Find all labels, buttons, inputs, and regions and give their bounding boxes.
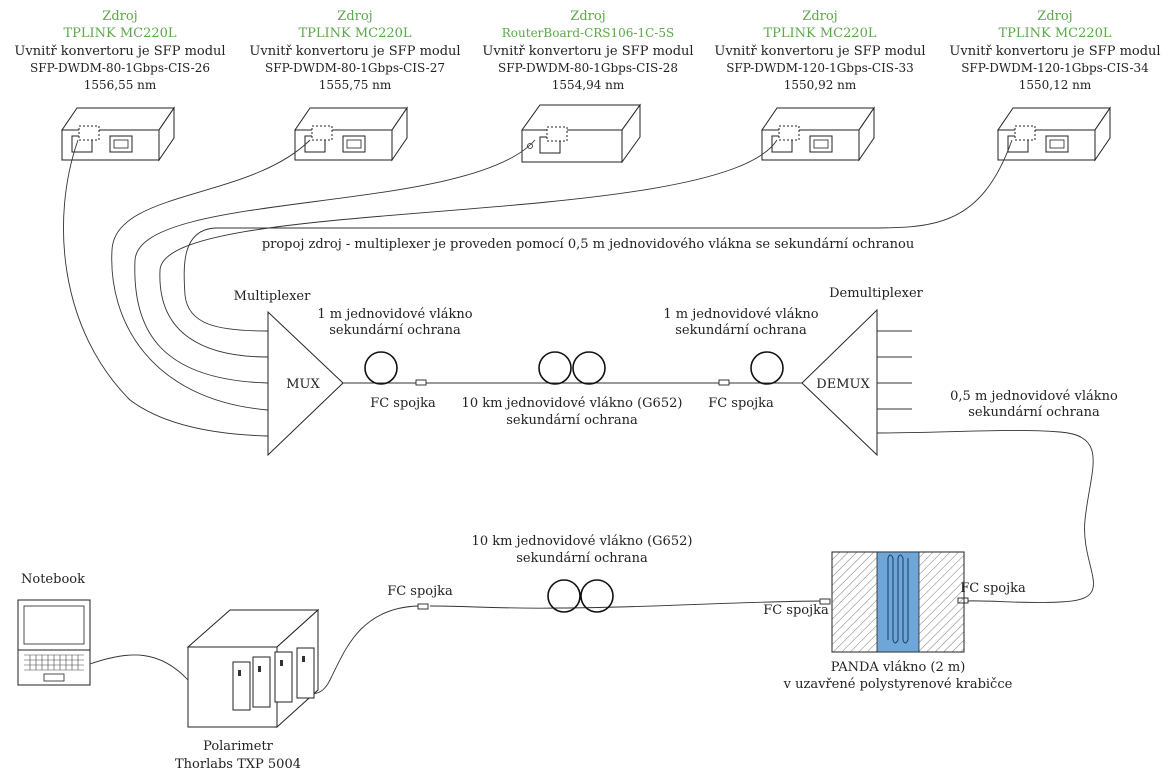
source-1-device-name: TPLINK MC220L	[63, 26, 176, 41]
source-4-label: Zdroj TPLINK MC220L Uvnitř konvertoru je…	[714, 9, 925, 92]
source-2-device	[294, 106, 408, 162]
panda-fiber-box: PANDA vlákno (2 m) v uzavřené polystyren…	[763, 551, 1013, 692]
fiber-coil-1m-icon	[750, 351, 784, 385]
source-3-label: Zdroj RouterBoard-CRS106-1C-5S Uvnitř ko…	[482, 9, 693, 92]
source-5-device	[997, 106, 1111, 162]
source-4-device	[761, 106, 875, 162]
source-3-title: Zdroj	[570, 9, 605, 24]
mux-label: MUX	[286, 377, 320, 392]
notebook-device: Notebook	[17, 572, 189, 686]
source-5-label: Zdroj TPLINK MC220L Uvnitř konvertoru je…	[949, 9, 1160, 92]
source-2-wavelength: 1555,75 nm	[319, 78, 392, 92]
fiber-10km-bottom-line1: 10 km jednovidové vlákno (G652)	[472, 534, 693, 549]
fiber-1m-left-line1: 1 m jednovidové vlákno	[317, 307, 472, 322]
source-4-wavelength: 1550,92 nm	[784, 78, 857, 92]
source-5-title: Zdroj	[1037, 9, 1072, 24]
source-5-info: Uvnitř konvertoru je SFP modul	[949, 44, 1160, 59]
main-link: 1 m jednovidové vlákno sekundární ochran…	[317, 307, 818, 428]
propoj-note: propoj zdroj - multiplexer je proveden p…	[262, 237, 914, 252]
source-1-info: Uvnitř konvertoru je SFP modul	[14, 44, 225, 59]
polarimetr-label-line2: Thorlabs TXP 5004	[175, 757, 301, 772]
source-5-device-name: TPLINK MC220L	[998, 26, 1111, 41]
fc-panda-left-label: FC spojka	[763, 603, 829, 618]
demux: Demultiplexer DEMUX	[801, 286, 924, 457]
demux-to-panda: 0,5 m jednovidové vlákno sekundární ochr…	[876, 389, 1118, 604]
fiber-10km-bottom	[429, 600, 821, 609]
fiber-05-line1: 0,5 m jednovidové vlákno	[950, 389, 1118, 404]
source-3-device-name: RouterBoard-CRS106-1C-5S	[502, 26, 674, 40]
fiber-coil-1m-icon	[364, 351, 398, 385]
fiber-source-2	[111, 139, 311, 411]
source-4-device-name: TPLINK MC220L	[763, 26, 876, 41]
source-4-title: Zdroj	[802, 9, 837, 24]
source-2-title: Zdroj	[337, 9, 372, 24]
panda-label-line2: v uzavřené polystyrenové krabičce	[783, 677, 1013, 692]
source-1-wavelength: 1556,55 nm	[84, 78, 157, 92]
source-3-device	[521, 103, 641, 164]
fiber-coil-10km-icon	[547, 579, 581, 613]
fiber-coil-10km-icon	[572, 351, 606, 385]
fc-left-label: FC spojka	[370, 396, 436, 411]
source-5-model: SFP-DWDM-120-1Gbps-CIS-34	[961, 61, 1149, 75]
source-labels: Zdroj TPLINK MC220L Uvnitř konvertoru je…	[14, 9, 1160, 92]
source-1-title: Zdroj	[102, 9, 137, 24]
bottom-link: 10 km jednovidové vlákno (G652) sekundár…	[299, 534, 821, 694]
demultiplexer-label: Demultiplexer	[829, 286, 924, 301]
source-to-mux-fibers	[63, 139, 1013, 437]
fiber-1m-left-line2: sekundární ochrana	[329, 323, 461, 338]
fc-connector-icon	[417, 603, 429, 610]
mux: Multiplexer MUX	[234, 289, 344, 457]
fc-mid-label: FC spojka	[708, 396, 774, 411]
ethernet-port-icon	[809, 135, 833, 153]
fiber-source-3	[134, 139, 536, 384]
fiber-source-5	[183, 139, 1013, 332]
demux-label: DEMUX	[816, 377, 870, 392]
fiber-1m-right-line2: sekundární ochrana	[675, 323, 807, 338]
source-2-label: Zdroj TPLINK MC220L Uvnitř konvertoru je…	[249, 9, 460, 92]
source-2-device-name: TPLINK MC220L	[298, 26, 411, 41]
panda-label-line1: PANDA vlákno (2 m)	[831, 660, 966, 675]
fc-panda-right-label: FC spojka	[960, 581, 1026, 596]
source-1-label: Zdroj TPLINK MC220L Uvnitř konvertoru je…	[14, 9, 225, 92]
fiber-coil-10km-icon	[538, 351, 572, 385]
polarimetr-label-line1: Polarimetr	[203, 739, 274, 754]
fiber-source-4	[159, 139, 778, 358]
polarimetr-device: Polarimetr Thorlabs TXP 5004	[175, 608, 320, 772]
fc-polarimetr-label: FC spojka	[387, 584, 453, 599]
fiber-10km-bottom-line2: sekundární ochrana	[516, 551, 648, 566]
source-3-info: Uvnitř konvertoru je SFP modul	[482, 44, 693, 59]
source-1-device	[61, 106, 175, 162]
fiber-coil-10km-icon	[580, 579, 614, 613]
fc-connector-icon	[415, 379, 427, 386]
source-5-wavelength: 1550,12 nm	[1019, 78, 1092, 92]
source-3-wavelength: 1554,94 nm	[552, 78, 625, 92]
source-2-model: SFP-DWDM-80-1Gbps-CIS-27	[265, 61, 445, 75]
source-4-model: SFP-DWDM-120-1Gbps-CIS-33	[726, 61, 914, 75]
fiber-1m-right-line1: 1 m jednovidové vlákno	[663, 307, 818, 322]
source-2-info: Uvnitř konvertoru je SFP modul	[249, 44, 460, 59]
fc-connector-icon	[819, 598, 831, 605]
fiber-demux-out	[876, 429, 1094, 604]
notebook-cable	[89, 654, 189, 681]
ethernet-port-icon	[109, 135, 133, 153]
fiber-10km-top-line1: 10 km jednovidové vlákno (G652)	[462, 396, 683, 411]
fc-connector-icon	[718, 379, 730, 386]
multiplexer-label: Multiplexer	[234, 289, 311, 304]
source-1-model: SFP-DWDM-80-1Gbps-CIS-26	[30, 61, 210, 75]
notebook-label: Notebook	[21, 572, 85, 587]
fiber-source-1	[63, 139, 269, 437]
source-3-model: SFP-DWDM-80-1Gbps-CIS-28	[498, 61, 678, 75]
fiber-05-line2: sekundární ochrana	[968, 405, 1100, 420]
ethernet-port-icon	[1045, 135, 1069, 153]
fiber-10km-top-line2: sekundární ochrana	[506, 413, 638, 428]
source-4-info: Uvnitř konvertoru je SFP modul	[714, 44, 925, 59]
ethernet-port-icon	[342, 135, 366, 153]
